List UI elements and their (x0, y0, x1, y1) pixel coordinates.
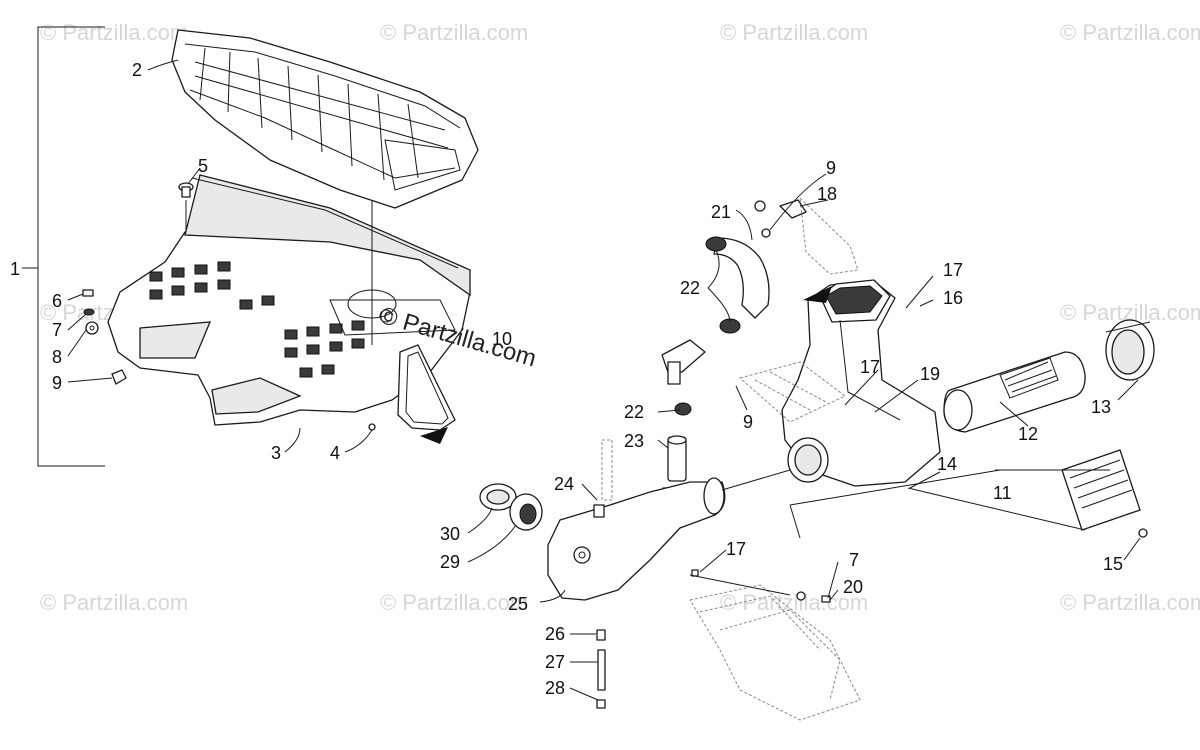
callout-11: 11 (993, 483, 1012, 503)
seal-ring (371, 200, 456, 431)
callout-4: 4 (330, 443, 340, 463)
callout-7: 7 (849, 550, 859, 570)
clamp-ring (1105, 319, 1155, 381)
callout-15: 15 (1103, 554, 1123, 574)
assembly-bracket (22, 26, 105, 467)
watermark: © Partzilla.com (1060, 20, 1200, 45)
callout-3: 3 (271, 443, 281, 463)
callout-7: 7 (52, 320, 62, 340)
callout-8: 8 (52, 347, 62, 367)
watermark: © Partzilla.com (720, 590, 868, 615)
callout-6: 6 (52, 291, 62, 311)
callout-24: 24 (554, 474, 574, 494)
leader-lines (67, 59, 1141, 701)
callout-18: 18 (817, 184, 837, 204)
callout-26: 26 (545, 624, 565, 644)
callout-22: 22 (680, 278, 700, 298)
bracket-fasteners (761, 196, 859, 275)
plug-part (178, 182, 194, 236)
callout-14: 14 (937, 454, 957, 474)
callout-5: 5 (198, 156, 208, 176)
direction-arrow (803, 286, 832, 303)
callout-10: 10 (492, 329, 512, 349)
callout-30: 30 (440, 524, 460, 544)
callout-17: 17 (943, 260, 963, 280)
airbox-lid (171, 29, 479, 209)
callout-25: 25 (508, 594, 528, 614)
module-plate (1061, 449, 1148, 538)
assembly-bracket-11 (789, 469, 1110, 539)
callout-17: 17 (860, 357, 880, 377)
fitting-assembly (661, 339, 706, 499)
callout-17: 17 (726, 539, 746, 559)
lower-duct (547, 439, 726, 601)
hose-assembly (705, 200, 770, 334)
callout-1: 1 (10, 259, 20, 279)
callout-9: 9 (826, 158, 836, 178)
callout-27: 27 (545, 652, 565, 672)
intake-housing (781, 279, 941, 487)
watermark: © Partzilla.com (380, 20, 528, 45)
callout-12: 12 (1018, 424, 1038, 444)
watermark: © Partzilla.com (40, 590, 188, 615)
callout-2: 2 (132, 60, 142, 80)
direction-arrow (420, 427, 448, 444)
air-filter (943, 351, 1086, 433)
callout-20: 20 (843, 577, 863, 597)
callout-9: 9 (52, 373, 62, 393)
callout-19: 19 (920, 364, 940, 384)
callout-13: 13 (1091, 397, 1111, 417)
chassis-reference (689, 569, 861, 721)
callout-21: 21 (711, 202, 731, 222)
callout-22: 22 (624, 402, 644, 422)
callout-labels: 1 2 3 4 5 6 7 8 9 10 11 12 13 14 15 16 1… (10, 60, 1123, 698)
watermark: © Partzilla.com (1060, 590, 1200, 615)
coupler-parts (479, 483, 543, 531)
mount-plate (738, 361, 846, 423)
watermark: © Partzilla.com (380, 590, 528, 615)
watermark: © Partzilla.com (720, 20, 868, 45)
callout-29: 29 (440, 552, 460, 572)
callout-9: 9 (743, 412, 753, 432)
callout-28: 28 (545, 678, 565, 698)
callout-16: 16 (943, 288, 963, 308)
callout-23: 23 (624, 431, 644, 451)
airbox-tray (107, 174, 471, 426)
watermark: © Partzilla.com (40, 20, 188, 45)
drain-tube (596, 629, 606, 709)
